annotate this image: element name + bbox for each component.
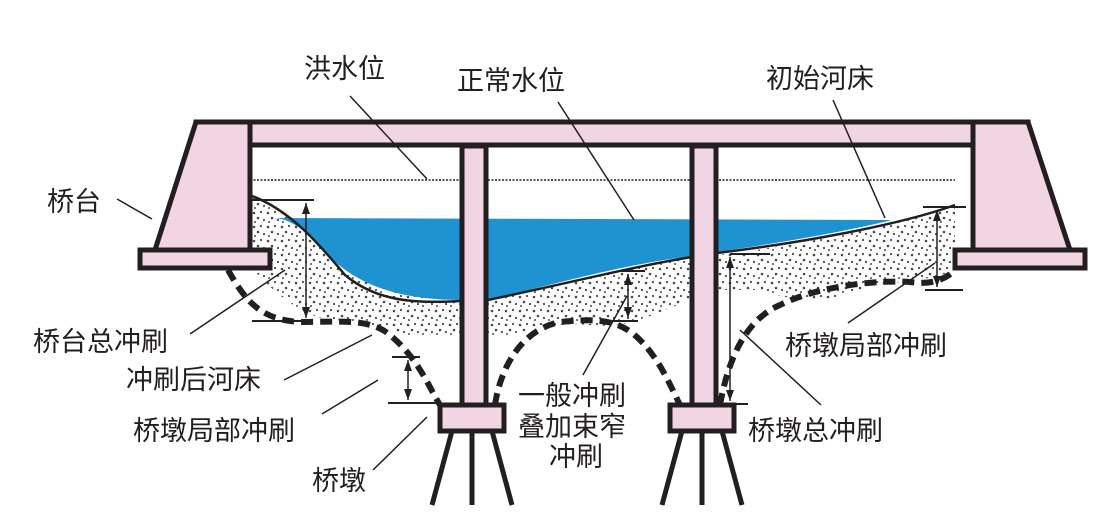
right-pile-1 bbox=[659, 430, 685, 506]
left-pier-column bbox=[459, 143, 489, 409]
leader-pier-local-right bbox=[847, 262, 936, 324]
leader-pier-total-scour bbox=[739, 329, 822, 406]
left-pile-3 bbox=[489, 430, 515, 506]
general-scour-arrows bbox=[624, 274, 632, 318]
left-abutment-footing bbox=[137, 247, 273, 271]
pier-local-left-arrows bbox=[404, 360, 412, 400]
label-pier-local-scour-right: 桥墩局部冲刷 bbox=[785, 331, 947, 362]
leader-normal-level bbox=[557, 101, 635, 221]
bridge-deck bbox=[193, 119, 1031, 148]
label-flood-level: 洪水位 bbox=[304, 54, 385, 85]
leader-general-scour bbox=[582, 295, 628, 376]
leader-abutment bbox=[116, 198, 153, 220]
label-pier-total-scour: 桥墩总冲刷 bbox=[748, 416, 883, 447]
label-pier-local-scour-left: 桥墩局部冲刷 bbox=[133, 416, 295, 447]
scoured-bed-left bbox=[225, 268, 443, 407]
right-abutment-footing bbox=[952, 247, 1088, 271]
leader-initial-bed bbox=[832, 99, 886, 219]
leader-scoured-bed bbox=[283, 334, 373, 381]
label-pier: 桥墩 bbox=[312, 466, 366, 497]
label-scoured-bed: 冲刷后河床 bbox=[126, 365, 261, 396]
leader-abutment-total-scour bbox=[189, 269, 286, 335]
label-abutment: 桥台 bbox=[47, 187, 101, 218]
sediment-right bbox=[717, 205, 955, 300]
scoured-bed-middle bbox=[492, 317, 683, 407]
right-abutment bbox=[970, 119, 1074, 253]
leader-pier-local-left bbox=[321, 379, 379, 415]
left-pier-cap bbox=[437, 402, 507, 434]
initial-bed-line-right bbox=[716, 203, 956, 255]
leader-pier bbox=[372, 416, 428, 471]
label-general-scour-line3: 冲刷 bbox=[549, 442, 603, 473]
normal-water bbox=[273, 218, 892, 300]
label-initial-bed: 初始河床 bbox=[766, 64, 874, 95]
label-normal-level: 正常水位 bbox=[457, 66, 565, 97]
label-general-scour-line2: 叠加束窄 bbox=[518, 412, 626, 443]
initial-bed-line bbox=[251, 194, 461, 304]
scoured-bed-right bbox=[717, 267, 958, 406]
initial-bed-line-mid bbox=[487, 255, 693, 302]
left-pile-1 bbox=[429, 430, 455, 506]
left-abutment bbox=[151, 119, 253, 253]
right-pile-3 bbox=[719, 430, 745, 506]
label-general-scour-line1: 一般冲刷 bbox=[518, 381, 626, 412]
right-pier-column bbox=[689, 143, 719, 409]
label-abutment-total-scour: 桥台总冲刷 bbox=[33, 327, 168, 358]
sediment-middle bbox=[488, 258, 692, 336]
leader-flood-level bbox=[349, 95, 428, 180]
right-pier-cap bbox=[667, 402, 737, 434]
